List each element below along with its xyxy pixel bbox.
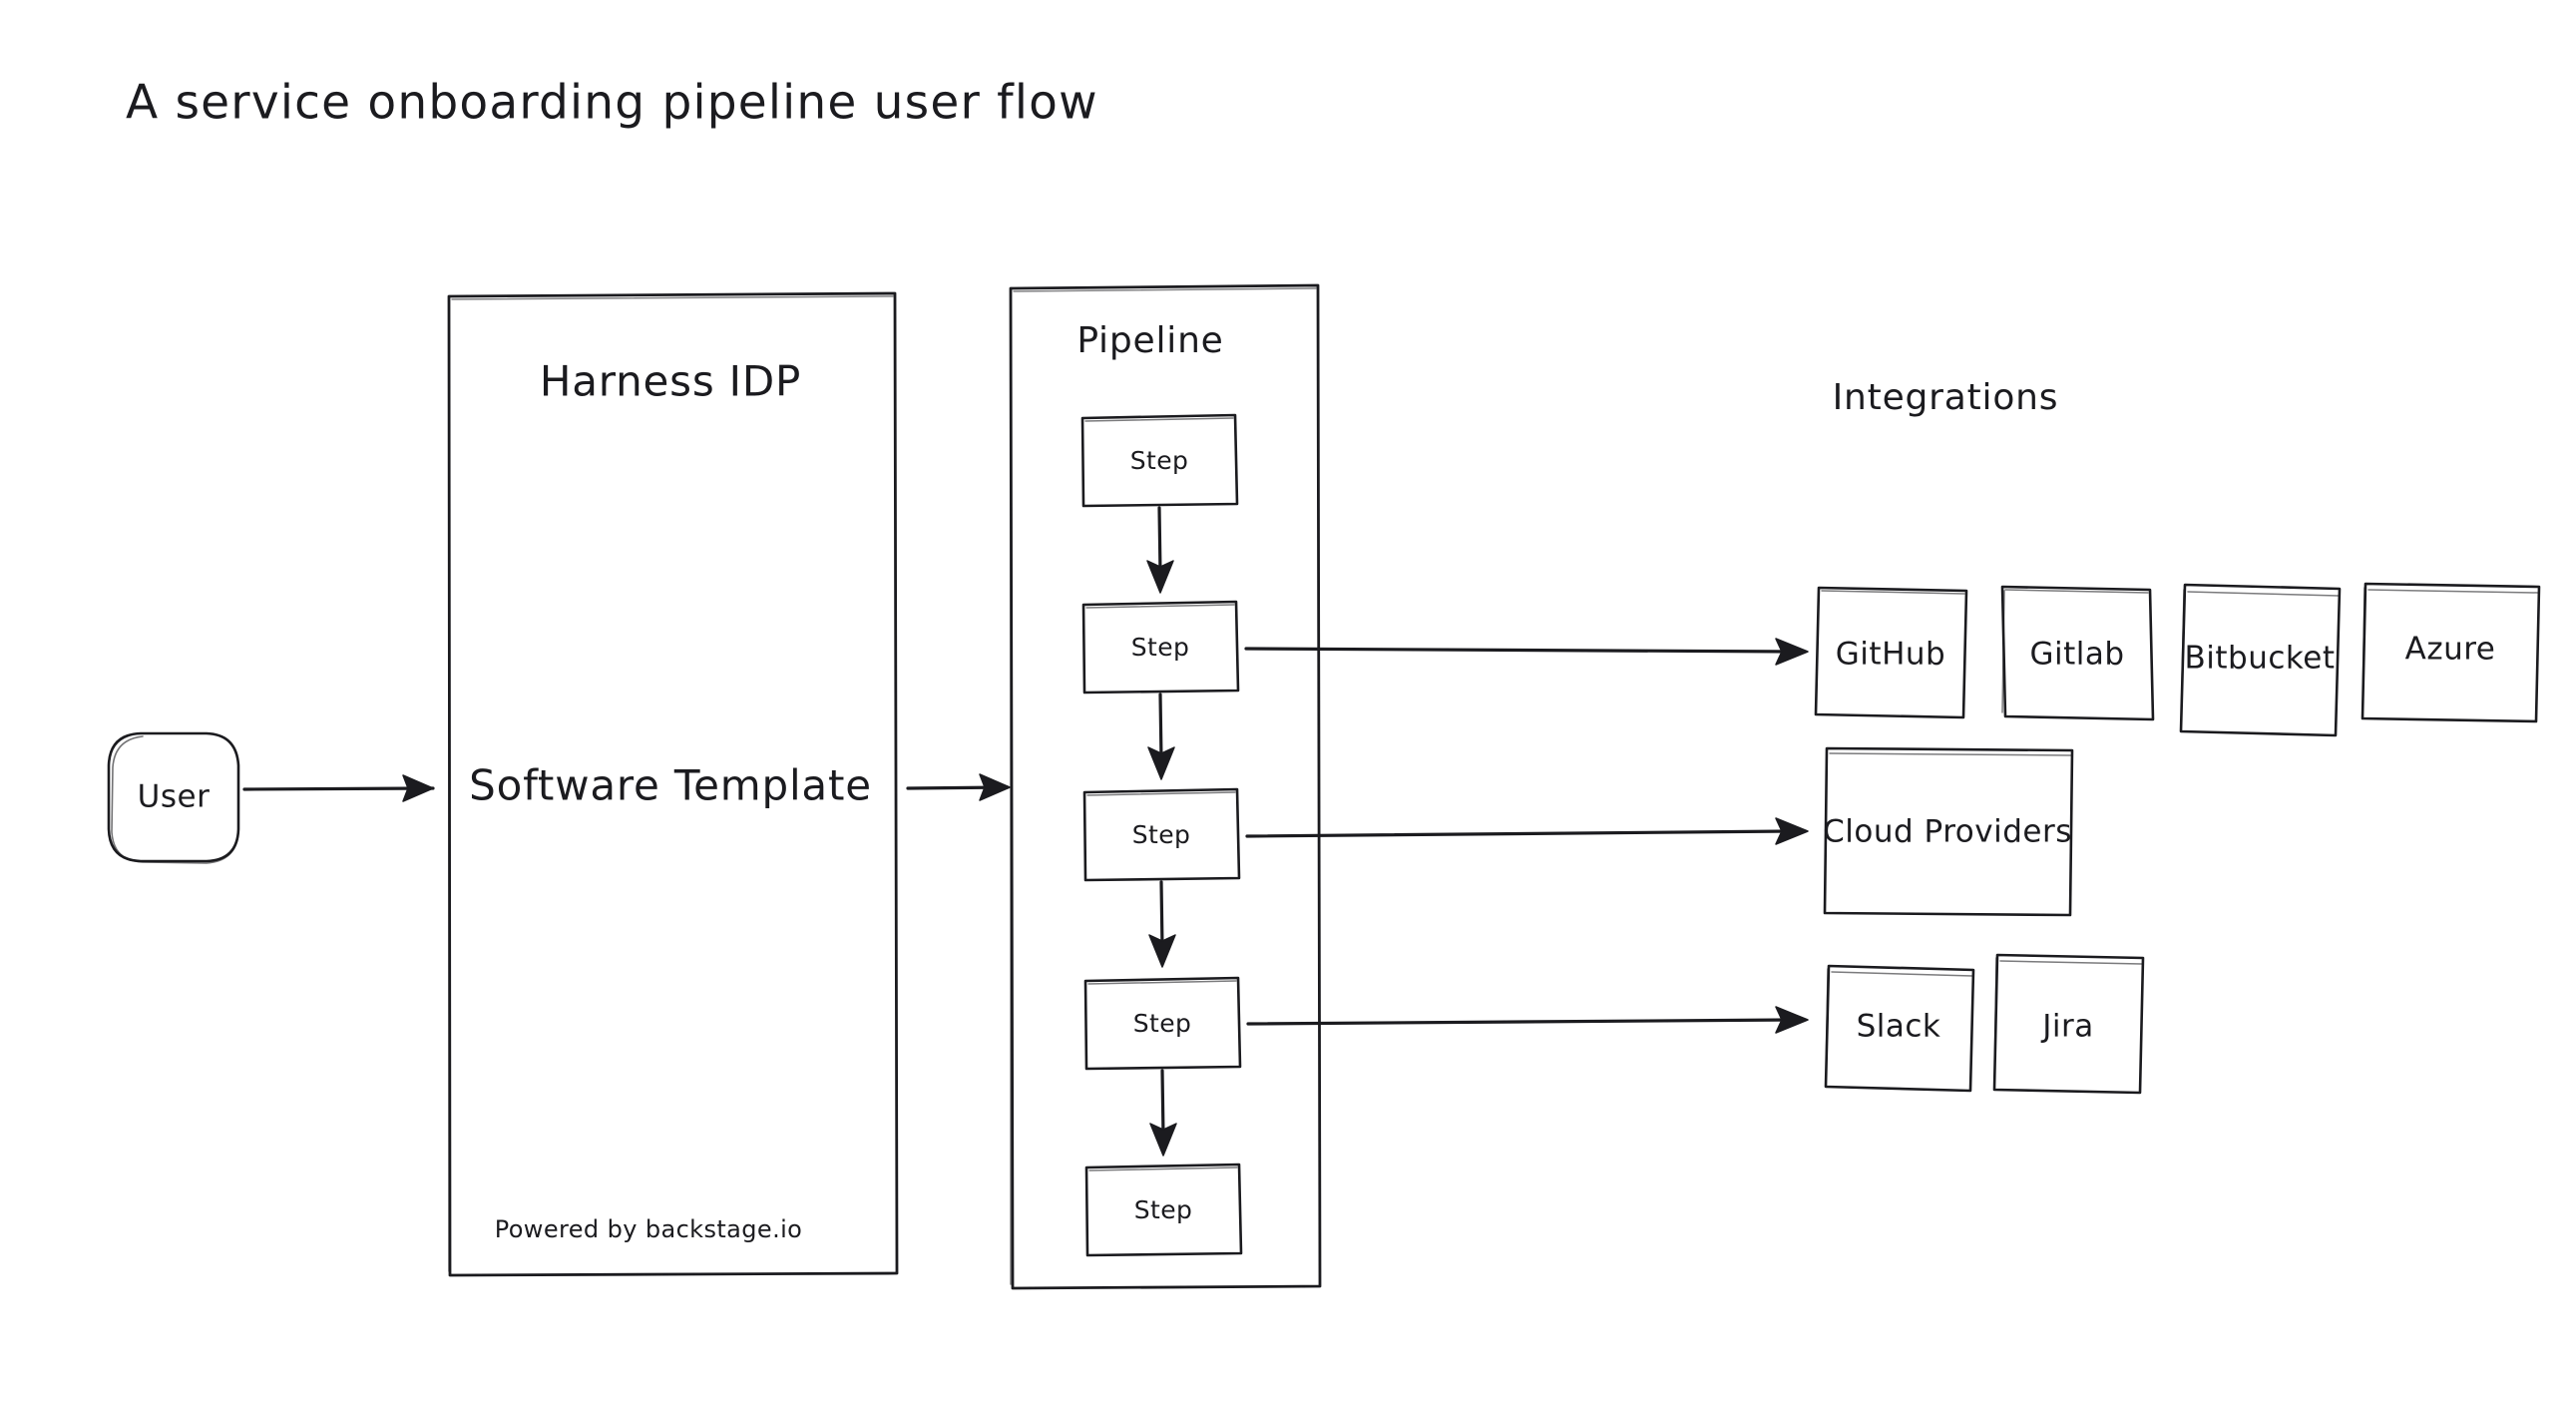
page-title: A service onboarding pipeline user flow bbox=[126, 76, 1098, 131]
arrow-step2-to-step3 bbox=[1147, 693, 1175, 780]
arrow-step1-to-step2 bbox=[1146, 506, 1174, 594]
pipeline-step-5-label: Step bbox=[1134, 1195, 1193, 1224]
arrow-idp-to-pipeline bbox=[906, 773, 1011, 801]
pipeline-step-4[interactable]: Step bbox=[1083, 976, 1242, 1071]
pipeline-step-2-label: Step bbox=[1131, 633, 1190, 662]
container-harness-idp[interactable]: Harness IDP Software Template Powered by… bbox=[447, 291, 899, 1277]
arrow-step3-to-cloud-providers bbox=[1245, 817, 1809, 845]
integration-cloud-providers-label: Cloud Providers bbox=[1823, 814, 2072, 850]
container-pipeline[interactable]: Pipeline Step Step bbox=[1009, 283, 1322, 1290]
pipeline-step-3-label: Step bbox=[1132, 820, 1191, 849]
arrow-step3-to-step4 bbox=[1148, 880, 1176, 968]
arrow-user-to-idp bbox=[242, 774, 435, 802]
node-user-label: User bbox=[138, 779, 211, 815]
integration-github[interactable]: GitHub bbox=[1814, 586, 1968, 719]
pipeline-step-5[interactable]: Step bbox=[1084, 1163, 1243, 1257]
arrow-step2-to-github bbox=[1244, 638, 1809, 666]
integration-azure[interactable]: Azure bbox=[2361, 582, 2541, 723]
node-user[interactable]: User bbox=[107, 731, 240, 864]
container-harness-idp-heading: Harness IDP bbox=[540, 357, 801, 406]
integration-azure-label: Azure bbox=[2405, 632, 2496, 668]
integration-cloud-providers[interactable]: Cloud Providers bbox=[1823, 746, 2074, 917]
container-pipeline-heading: Pipeline bbox=[1076, 320, 1223, 361]
integration-jira[interactable]: Jira bbox=[1992, 953, 2145, 1095]
pipeline-step-3[interactable]: Step bbox=[1082, 787, 1241, 882]
integration-slack-label: Slack bbox=[1857, 1009, 1941, 1045]
pipeline-step-1[interactable]: Step bbox=[1080, 413, 1239, 508]
integrations-heading: Integrations bbox=[1833, 377, 2059, 418]
integration-slack[interactable]: Slack bbox=[1824, 964, 1975, 1093]
integration-github-label: GitHub bbox=[1836, 637, 1945, 673]
integration-jira-label: Jira bbox=[2040, 1009, 2094, 1045]
software-template-label: Software Template bbox=[469, 761, 872, 810]
arrow-step4-to-step5 bbox=[1149, 1069, 1177, 1157]
arrow-step4-to-slack bbox=[1246, 1006, 1809, 1034]
backstage-credit: Powered by backstage.io bbox=[495, 1215, 803, 1243]
integration-bitbucket-label: Bitbucket bbox=[2185, 641, 2336, 677]
pipeline-step-2[interactable]: Step bbox=[1081, 600, 1240, 695]
pipeline-step-1-label: Step bbox=[1130, 446, 1189, 475]
pipeline-step-4-label: Step bbox=[1133, 1009, 1192, 1038]
integration-gitlab-label: Gitlab bbox=[2029, 637, 2124, 673]
integration-gitlab[interactable]: Gitlab bbox=[2000, 585, 2155, 721]
integration-bitbucket[interactable]: Bitbucket bbox=[2179, 583, 2342, 737]
